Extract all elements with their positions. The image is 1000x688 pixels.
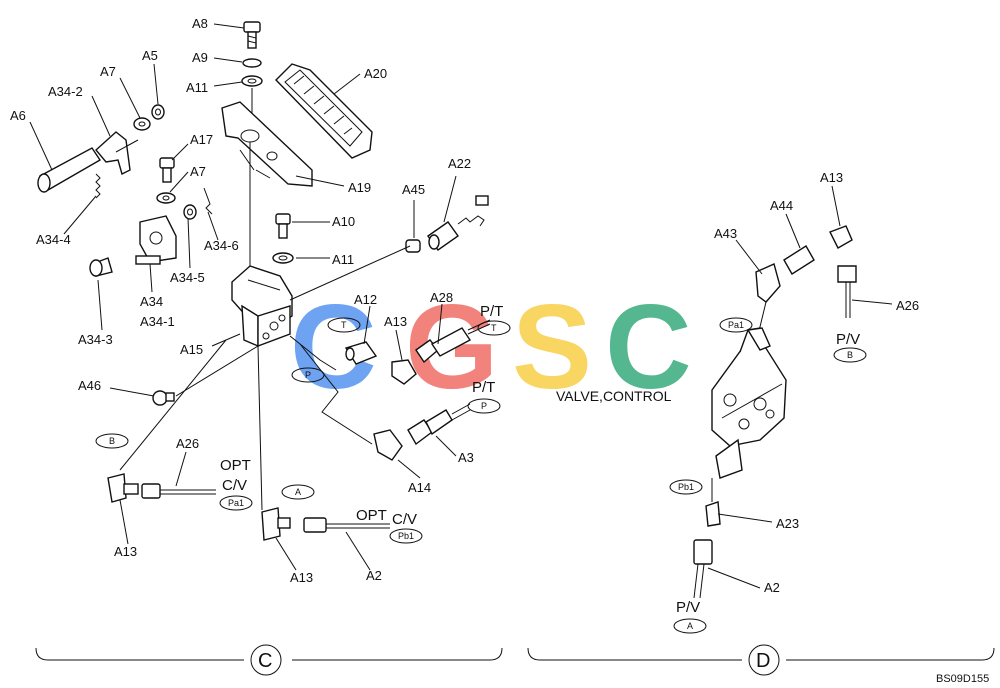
pill-p-left: P — [305, 370, 311, 380]
label-a34-2: A34-2 — [48, 84, 83, 99]
label-a13-bottom: A13 — [290, 570, 313, 585]
port-labels: P/T P/T OPT C/V OPT C/V P/V P/V — [220, 303, 860, 616]
section-brackets: C D — [35, 644, 995, 676]
label-a13-right: A13 — [820, 170, 843, 185]
label-a10: A10 — [332, 214, 355, 229]
label-a13-mid: A13 — [384, 314, 407, 329]
label-a13-left: A13 — [114, 544, 137, 559]
label-a34-6: A34-6 — [204, 238, 239, 253]
label-a34-5: A34-5 — [170, 270, 205, 285]
label-a34: A34 — [140, 294, 163, 309]
pill-pa1-left: Pa1 — [228, 498, 244, 508]
label-a34-3: A34-3 — [78, 332, 113, 347]
port-p-t-1: P/T — [480, 303, 503, 320]
label-a7-mid: A7 — [190, 164, 206, 179]
label-a34-4: A34-4 — [36, 232, 71, 247]
port-p-t-2: P/T — [472, 379, 495, 396]
label-a5: A5 — [142, 48, 158, 63]
label-a20: A20 — [364, 66, 387, 81]
label-a19: A19 — [348, 180, 371, 195]
label-a46: A46 — [78, 378, 101, 393]
valve-control-label: VALVE,CONTROL — [556, 388, 672, 404]
pill-b-right: B — [847, 350, 853, 360]
leader-lines — [29, 23, 893, 589]
pill-b-left: B — [109, 436, 115, 446]
label-a28: A28 — [430, 290, 453, 305]
pill-t-right: T — [491, 323, 497, 333]
label-a7-top: A7 — [100, 64, 116, 79]
port-p-v-1: P/V — [836, 331, 860, 348]
label-a9: A9 — [192, 50, 208, 65]
label-a8: A8 — [192, 16, 208, 31]
pill-pb1-left: Pb1 — [398, 531, 414, 541]
pill-pa1-right: Pa1 — [728, 320, 744, 330]
label-a45: A45 — [402, 182, 425, 197]
section-d-label: D — [756, 650, 770, 672]
pill-a-left: A — [295, 487, 301, 497]
label-a2-right: A2 — [764, 580, 780, 595]
part-labels: A8 A9 A11 A20 A5 A7 A34-2 A6 A17 A7 A19 … — [10, 16, 919, 595]
pill-a-right: A — [687, 621, 693, 631]
label-a26-left: A26 — [176, 436, 199, 451]
pill-pb1-right: Pb1 — [678, 482, 694, 492]
label-a2-left: A2 — [366, 568, 382, 583]
pill-tags: T P T P B A Pa1 Pb1 Pa1 B Pb1 A — [95, 317, 867, 634]
label-a11-mid: A11 — [332, 252, 354, 267]
label-a26-right: A26 — [896, 298, 919, 313]
port-opt-2: OPT — [356, 507, 387, 524]
label-a14: A14 — [408, 480, 431, 495]
control-valve-drawing — [693, 225, 857, 599]
port-p-v-2: P/V — [676, 599, 700, 616]
label-a15: A15 — [180, 342, 203, 357]
pill-t-left: T — [341, 320, 347, 330]
port-c-v-2: C/V — [392, 511, 417, 528]
port-c-v-1: C/V — [222, 477, 247, 494]
label-a43: A43 — [714, 226, 737, 241]
watermark-letter-c2: C — [605, 280, 692, 414]
watermark-letter-s: S — [512, 280, 592, 414]
label-a11-top: A11 — [186, 80, 208, 95]
label-a6: A6 — [10, 108, 26, 123]
drawing-code: BS09D155 — [936, 673, 989, 685]
section-c-label: C — [258, 650, 272, 672]
label-a34-1: A34-1 — [140, 314, 175, 329]
label-a17: A17 — [190, 132, 213, 147]
label-a3: A3 — [458, 450, 474, 465]
pedal-assembly-drawing — [37, 21, 491, 541]
label-a44: A44 — [770, 198, 793, 213]
label-a22: A22 — [448, 156, 471, 171]
label-a12: A12 — [354, 292, 377, 307]
port-opt-1: OPT — [220, 457, 251, 474]
pill-p-right: P — [481, 401, 487, 411]
label-a23: A23 — [776, 516, 799, 531]
